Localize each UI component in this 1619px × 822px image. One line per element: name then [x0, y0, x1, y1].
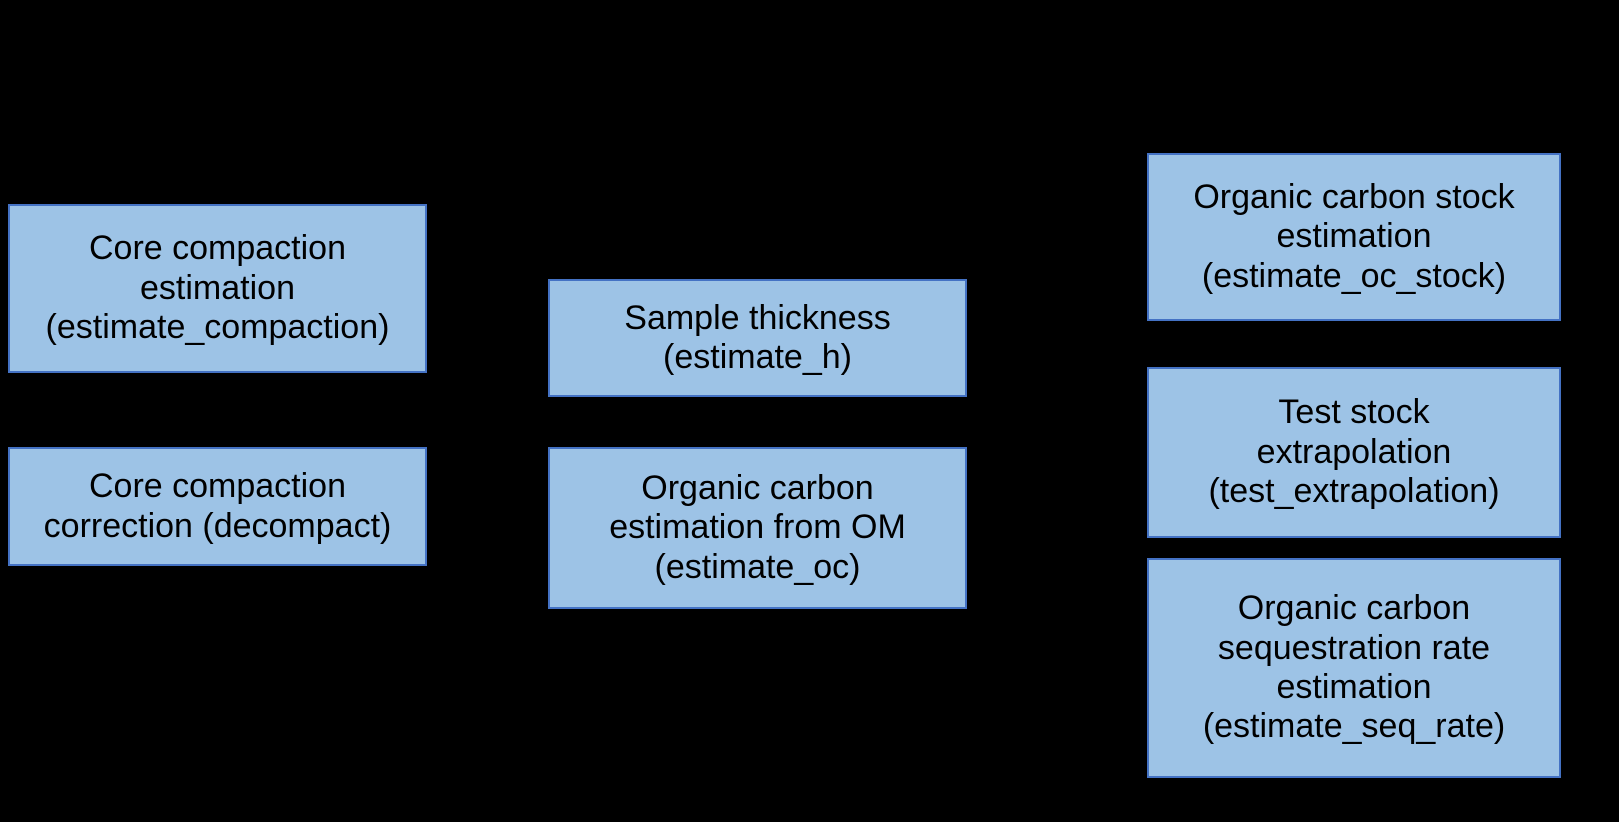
- edge-decompact-to-estimate-h: [427, 327, 549, 509]
- node-label: Core compaction correction (decompact): [43, 467, 392, 545]
- node-decompact[interactable]: Core compaction correction (decompact): [8, 447, 427, 566]
- node-label: Organic carbon stock estimation (estimat…: [1193, 177, 1515, 295]
- node-test-extrapolation[interactable]: Test stock extrapolation (test_extrapola…: [1147, 367, 1561, 538]
- node-label: Organic carbon estimation from OM (estim…: [609, 468, 906, 586]
- edge-estimate-h-to-estimate-oc-stock: [967, 229, 1148, 340]
- node-label: Test stock extrapolation (test_extrapola…: [1208, 393, 1500, 511]
- node-estimate-h[interactable]: Sample thickness (estimate_h): [548, 279, 967, 397]
- node-label: Organic carbon sequestration rate estima…: [1202, 589, 1506, 746]
- node-estimate-oc-stock[interactable]: Organic carbon stock estimation (estimat…: [1147, 153, 1561, 321]
- node-label: Sample thickness (estimate_h): [624, 298, 891, 376]
- node-estimate-seq-rate[interactable]: Organic carbon sequestration rate estima…: [1147, 558, 1561, 778]
- node-estimate-oc[interactable]: Organic carbon estimation from OM (estim…: [548, 447, 967, 609]
- edge-estimate-oc-to-estimate-oc-stock: [967, 229, 1148, 530]
- edge-oc-stock-to-seq-rate: [1118, 240, 1148, 679]
- node-label: Core compaction estimation (estimate_com…: [45, 229, 390, 347]
- node-estimate-compaction[interactable]: Core compaction estimation (estimate_com…: [8, 204, 427, 373]
